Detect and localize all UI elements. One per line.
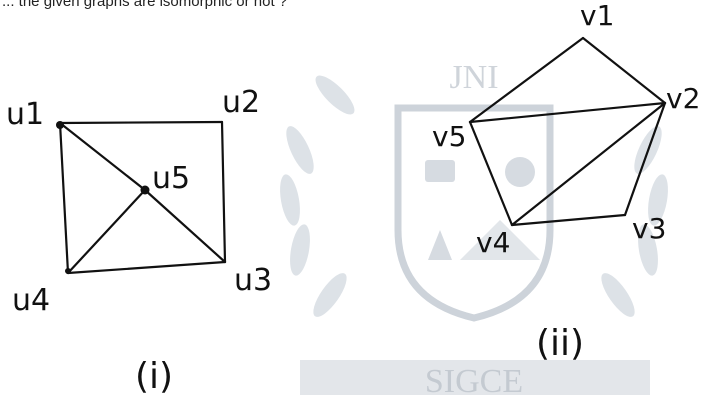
label-u2: u2 (222, 85, 260, 120)
caption-graph-1: (i) (135, 356, 173, 395)
watermark-monogram: JNI (449, 59, 498, 96)
label-u5: u5 (152, 161, 190, 196)
question-text: ... the given graphs are isomorphic or n… (2, 0, 288, 10)
edge-v2-v3 (623, 101, 667, 217)
edge-v4-v2 (510, 101, 667, 227)
edge-u1-u5 (58, 121, 147, 192)
edge-v1-v2 (581, 36, 667, 105)
label-v1: v1 (580, 0, 614, 32)
watermark-shield (394, 104, 554, 322)
label-u3: u3 (234, 263, 272, 298)
watermark-laurel-right (601, 126, 668, 317)
watermark-banner (300, 360, 650, 395)
edge-u5-u3 (143, 188, 227, 264)
label-v5: v5 (432, 120, 466, 153)
vertex-u1 (56, 121, 64, 129)
edge-u4-u5 (66, 188, 147, 275)
label-v4: v4 (476, 226, 510, 259)
label-v2: v2 (666, 82, 700, 115)
watermark-emblems (425, 157, 540, 260)
label-u4: u4 (12, 283, 50, 318)
edge-v5-v2 (468, 101, 667, 124)
label-v3: v3 (632, 212, 666, 245)
graph-1: u1 u2 u3 u4 u5 (i) (6, 85, 272, 395)
vertex-u4 (65, 268, 71, 274)
label-u1: u1 (6, 97, 44, 132)
edge-v4-v5 (468, 120, 514, 227)
edge-u3-u4 (66, 260, 227, 275)
edge-v3-v4 (510, 213, 627, 227)
caption-graph-2: (ii) (536, 323, 584, 364)
edge-u2-u3 (220, 120, 227, 264)
graph-2: v1 v2 v3 v4 v5 (ii) (432, 0, 700, 364)
edge-v1-v5 (468, 36, 585, 124)
watermark-laurel-left (280, 75, 355, 317)
edge-u1-u2 (58, 120, 224, 125)
vertex-u5 (140, 185, 150, 195)
watermark-institution: SIGCE (425, 363, 523, 395)
edge-u4-u1 (58, 121, 70, 275)
